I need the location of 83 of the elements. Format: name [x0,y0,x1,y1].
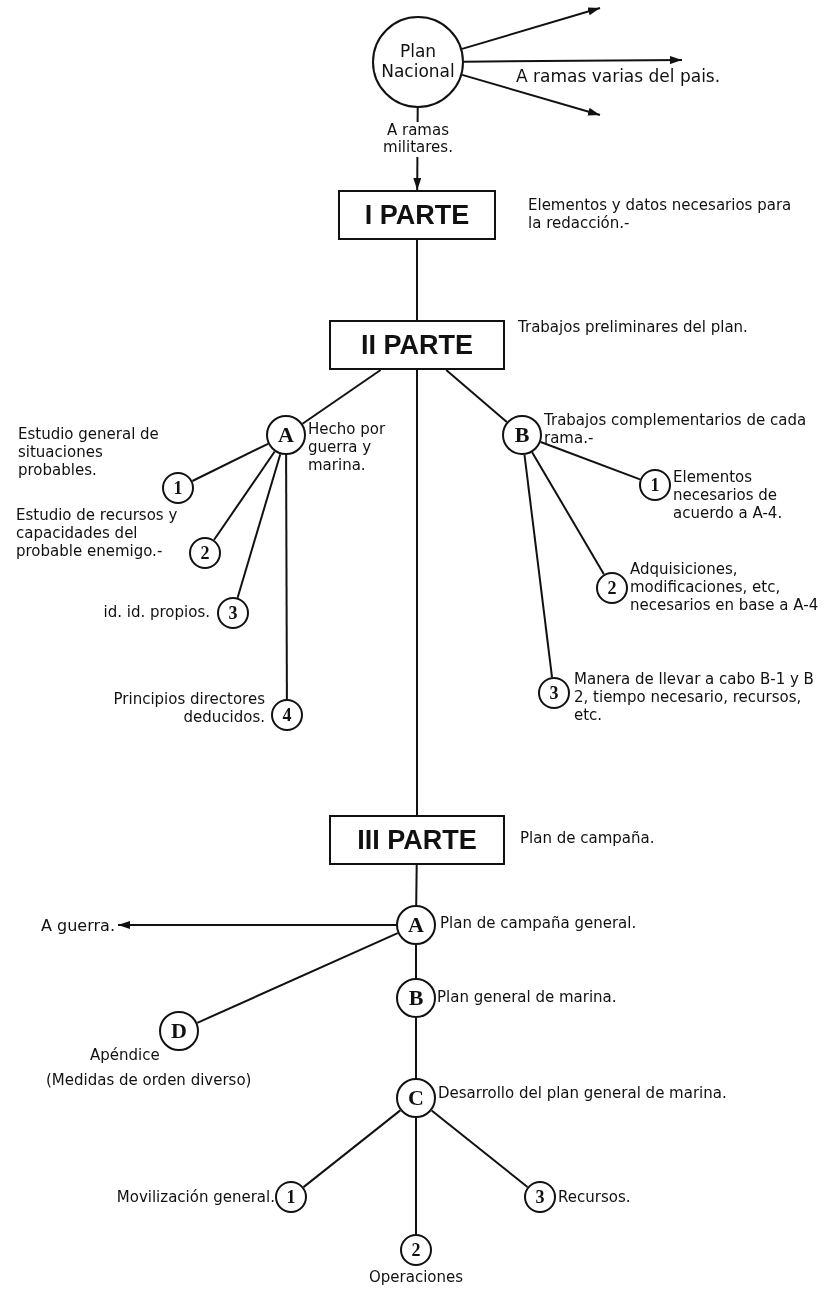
node-caption: id. id. propios. [102,603,210,621]
node-caption: Principios directores deducidos. [112,690,265,726]
node-caption: Trabajos preliminares del plan. [518,318,749,336]
node-text: 2 [411,1239,421,1261]
connector-line [415,864,418,906]
node-text: D [171,1018,187,1044]
node-text: 2 [607,577,617,599]
node-circle [396,905,436,945]
node-text: III PARTE [357,824,477,856]
node-circle [400,1234,432,1266]
connector-line [539,441,641,481]
node-circle [524,1181,556,1213]
node-text: 4 [282,704,292,726]
node-text: B [408,985,424,1011]
node-text: 2 [200,542,210,564]
node-text: Plan Nacional [380,42,456,82]
connector-line [236,453,282,599]
node-text: 3 [228,602,238,624]
edge-label: A ramas varias del pais. [516,67,722,87]
node-caption: Plan general de marina. [437,988,618,1006]
node-caption: Movilización general. [115,1188,275,1206]
node-caption: Desarrollo del plan general de marina. [438,1084,728,1102]
node-circle [266,415,306,455]
node-caption: Estudio general de situaciones probables. [18,425,160,479]
arrow [461,7,601,50]
arrow [463,56,683,65]
node-caption: Elementos y datos necesarios para la redacción.- [528,196,793,232]
node-text: I PARTE [364,199,470,231]
node-circle [275,1181,307,1213]
connector-line [302,1109,402,1189]
node-caption: Apéndice [90,1046,161,1064]
connector-line [415,944,417,979]
node-text: C [408,1085,424,1111]
connector-line [191,442,269,482]
node-caption: Manera de llevar a cabo B-1 y B 2, tiempo necesario, recursos, etc. [574,670,815,724]
connector-line [213,450,276,541]
node-circle [271,699,303,731]
connector-line [285,454,288,700]
node-circle [502,415,542,455]
destination-label: A guerra. [38,912,118,938]
node-caption: Recursos. [558,1188,632,1206]
node-circle [189,537,221,569]
node-caption: Operaciones [367,1268,465,1286]
node-circle [159,1011,199,1051]
node-caption: Plan de campaña. [520,829,656,847]
node-caption: Plan de campaña general. [440,914,638,932]
connector-line [531,451,605,576]
node-circle [396,1078,436,1118]
node-circle [639,469,671,501]
node-caption: Trabajos complementarios de cada rama.- [544,411,808,447]
connector-line [445,369,508,423]
node-text: II PARTE [361,329,473,361]
node-caption: Hecho por guerra y marina. [308,420,387,474]
node-circle [217,597,249,629]
node-text: B [514,422,530,448]
connector-line [196,932,399,1024]
node-text: 1 [286,1186,296,1208]
node-caption: Estudio de recursos y capacidades del probable enemigo.- [16,506,179,560]
connector-line [415,1017,417,1079]
connector-line [430,1109,529,1188]
section-box [329,320,505,370]
connector-line [416,369,418,816]
connector-line [523,453,553,679]
section-box [338,190,496,240]
node-circle [396,978,436,1018]
node-caption: (Medidas de orden diverso) [46,1071,253,1089]
arrow [461,73,601,116]
section-box [329,815,505,865]
node-text: A [278,422,294,448]
node-caption: Adquisiciones, modificaciones, etc, necesarios en base a A-4 [630,560,820,614]
connector-line [415,1117,417,1235]
node-circle [538,677,570,709]
node-text: 3 [535,1186,545,1208]
connector-line [301,369,382,425]
node-text: 1 [650,474,660,496]
node-text: A [408,912,424,938]
connector-line [416,239,418,321]
node-caption: Elementos necesarios de acuerdo a A-4. [673,468,784,522]
node-text: 3 [549,682,559,704]
arrow [117,921,397,929]
node-text: 1 [173,477,183,499]
node-circle [596,572,628,604]
node-circle [162,472,194,504]
